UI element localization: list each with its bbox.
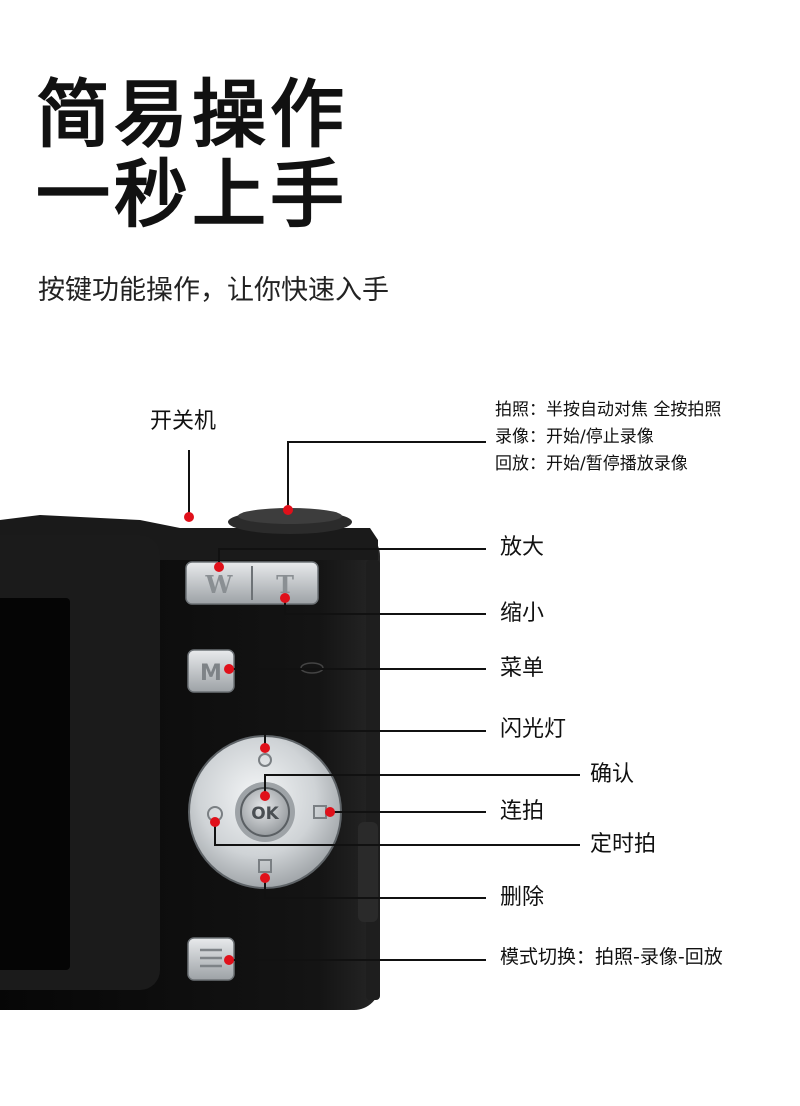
label-power: 开关机 xyxy=(150,409,217,434)
label-timer: 定时拍 xyxy=(590,832,657,857)
flash-icon xyxy=(258,753,272,767)
zoom-wide-button[interactable]: W xyxy=(205,570,234,599)
lcd-screen xyxy=(0,535,160,990)
svg-text:M: M xyxy=(200,661,222,686)
label-flash: 闪光灯 xyxy=(500,717,567,742)
svg-text:OK: OK xyxy=(251,804,279,824)
label-confirm: 确认 xyxy=(590,762,635,787)
label-burst: 连拍 xyxy=(500,799,545,824)
markers xyxy=(184,505,335,965)
list-icon xyxy=(200,948,222,968)
headline-line-2: 一秒上手 xyxy=(36,152,348,238)
label-shutter-photo: 拍照：半按自动对焦 全按拍照 xyxy=(495,400,722,420)
trash-icon xyxy=(258,859,272,873)
label-zoom-out: 缩小 xyxy=(500,601,545,626)
label-delete: 删除 xyxy=(500,885,545,910)
label-shutter-playback: 回放：开始/暂停播放录像 xyxy=(495,454,688,474)
label-shutter-video: 录像：开始/停止录像 xyxy=(495,427,654,447)
zoom-buttons: W T xyxy=(185,561,319,605)
label-menu: 菜单 xyxy=(500,656,545,681)
label-zoom-in: 放大 xyxy=(500,535,545,560)
mode-button[interactable] xyxy=(187,937,235,981)
ok-button[interactable]: OK xyxy=(240,787,290,837)
leader-lines xyxy=(188,441,580,961)
headline-line-1: 简易操作 xyxy=(36,72,348,158)
menu-button[interactable]: M xyxy=(187,649,235,693)
shutter-button[interactable] xyxy=(228,508,352,534)
subtitle: 按键功能操作，让你快速入手 xyxy=(38,275,389,306)
label-mode: 模式切换：拍照-录像-回放 xyxy=(500,946,723,968)
zoom-tele-button[interactable]: T xyxy=(276,570,294,599)
